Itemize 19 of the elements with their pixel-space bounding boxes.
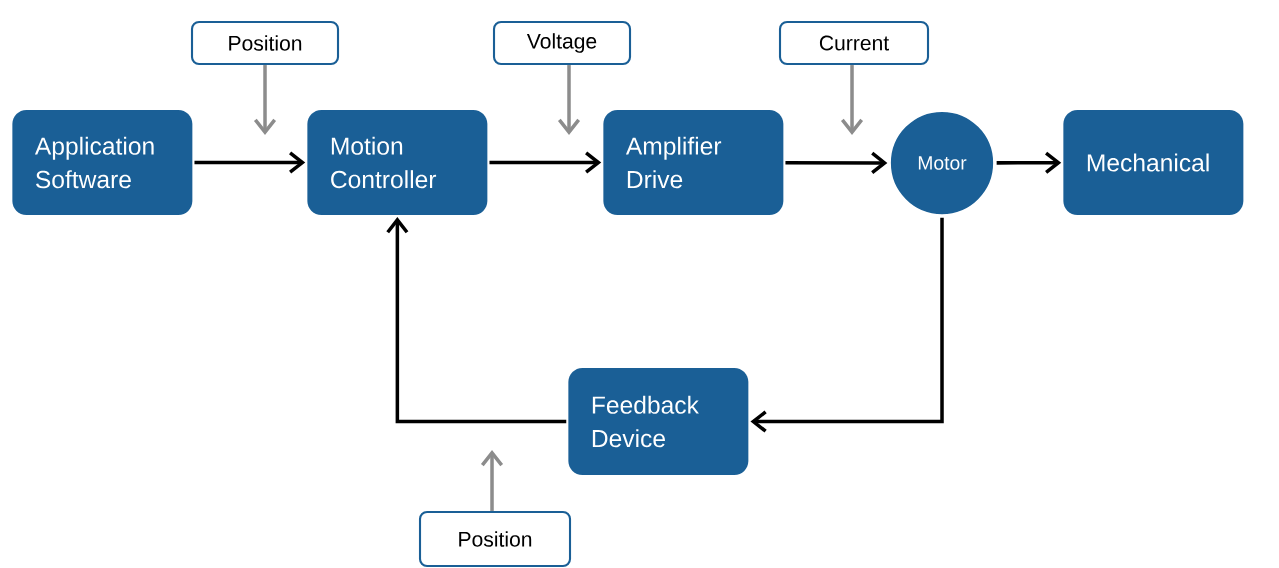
arrow	[489, 151, 602, 174]
process-box: Mechanical	[1063, 110, 1244, 215]
arrow	[386, 217, 567, 424]
signal-label-box: Current	[778, 20, 930, 66]
arrow	[840, 65, 864, 135]
signal-label-box: Voltage	[492, 20, 632, 66]
process-box: Amplifier Drive	[603, 110, 784, 215]
arrow	[785, 151, 888, 174]
process-box: Feedback Device	[568, 368, 749, 475]
process-box: Application Software	[12, 110, 193, 215]
arrow	[194, 151, 306, 174]
arrow	[750, 217, 944, 433]
arrow	[253, 65, 277, 135]
arrow	[480, 450, 504, 511]
arrow	[557, 65, 581, 135]
signal-label-box: Position	[418, 510, 572, 568]
signal-label-box: Position	[190, 20, 340, 66]
process-box: Motion Controller	[307, 110, 488, 215]
arrow	[996, 151, 1062, 174]
